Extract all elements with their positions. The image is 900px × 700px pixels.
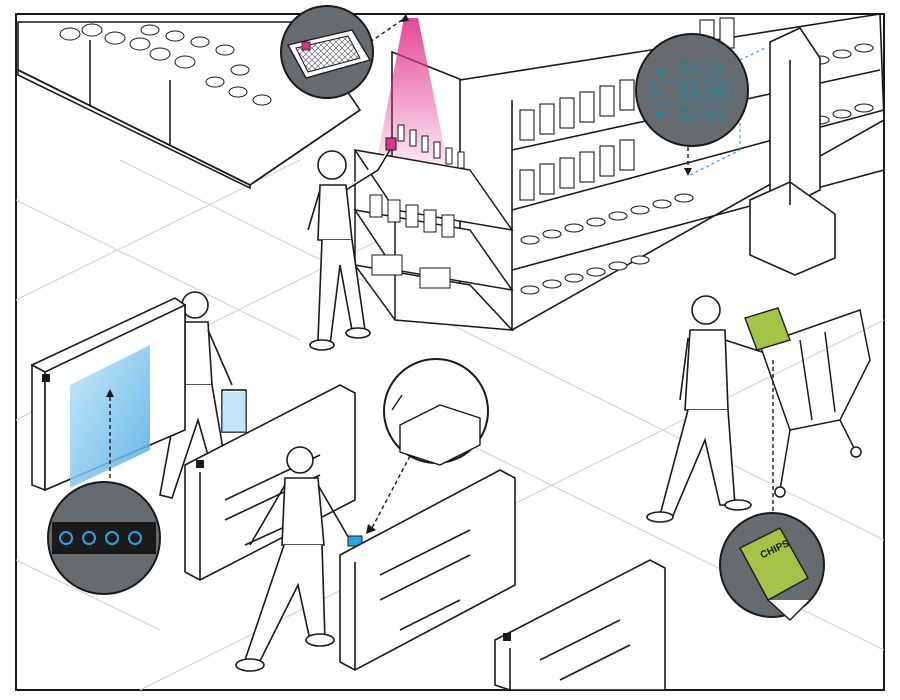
phone-device (385, 137, 397, 151)
menu-lines-icon: ≡ (655, 84, 664, 101)
shopping-bag-glow (222, 392, 246, 432)
exit-gate-2 (494, 559, 666, 691)
shopping-cart (759, 309, 871, 498)
gate-camera (42, 374, 50, 382)
gate-glow-panel (70, 345, 150, 488)
magnifier-scanner (366, 358, 489, 534)
ceiling-camera-icon (301, 41, 311, 51)
produce-counter (17, 21, 362, 190)
cart-screen (744, 307, 791, 351)
store-pillar (749, 26, 836, 276)
shopper-man-with-cart (646, 295, 763, 523)
price-down: $2.99 (679, 106, 724, 126)
leader-arrow (400, 14, 409, 22)
arrow-up-icon: ▲ (652, 62, 668, 79)
magnifier-ceiling-camera (280, 5, 374, 99)
gate-middle-camera (196, 460, 204, 468)
shopper-man-walking (235, 446, 351, 672)
shopper-woman-reaching (307, 149, 391, 351)
camera-sensor-beam (374, 18, 450, 175)
sensor-lights (59, 531, 142, 545)
price-up: $4.19 (679, 59, 724, 79)
price-current: $3.59 (678, 82, 726, 103)
exit-gate-camera (503, 633, 511, 641)
magnifier-gate-sensors (47, 389, 161, 595)
produce-items (59, 23, 272, 106)
scanner-device (347, 535, 363, 547)
frame (15, 13, 885, 691)
magnifier-price-display: ▲ $4.19 ≡ $3.59 ▼ $2.99 (635, 33, 749, 147)
exit-gate-1 (339, 469, 516, 671)
price-current-box (649, 79, 733, 103)
shelf-products (519, 17, 874, 295)
leader-line (369, 17, 406, 43)
magnifier-cart-screen: CHIPS (719, 360, 825, 621)
arrow-down-icon: ▼ (652, 108, 668, 125)
price-leader-arrow (684, 168, 692, 176)
end-shelf-products (369, 124, 465, 289)
